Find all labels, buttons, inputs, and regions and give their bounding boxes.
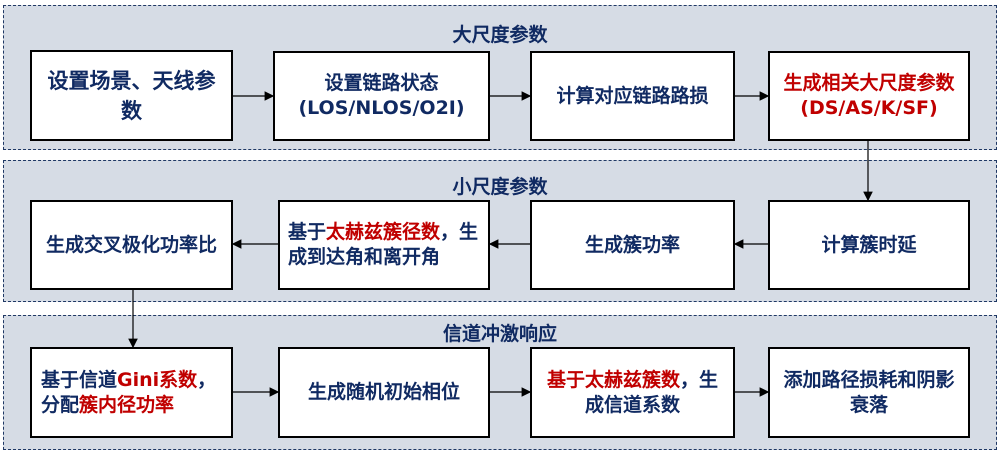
step-label: 设置场景、天线参数	[47, 68, 216, 123]
step-label: ，生成到达角和离开角	[288, 221, 479, 268]
step-label: 生成相关大尺度参数	[783, 72, 955, 94]
step-label: 添加路径损耗和阴影衰落	[783, 368, 955, 416]
step-label: ，分配	[41, 368, 217, 416]
step-label: ，生成信道系数	[584, 368, 719, 416]
step-highlight: 太赫兹簇径数	[326, 221, 441, 243]
step-cluster-power: 生成簇功率	[530, 200, 735, 290]
panel-title: 大尺度参数	[452, 24, 548, 46]
step-large-scale-params: 生成相关大尺度参数 (DS/AS/K/SF)	[768, 51, 970, 141]
step-highlight: 簇内径功率	[79, 393, 175, 416]
step-channel-coeff: 基于太赫兹簇数，生成信道系数	[530, 347, 735, 438]
step-angles: 基于太赫兹簇径数，生成到达角和离开角	[278, 200, 490, 290]
step-pathloss-shadowing: 添加路径损耗和阴影衰落	[768, 347, 970, 438]
step-label: (DS/AS/K/SF)	[800, 97, 938, 119]
step-label: 生成簇功率	[584, 233, 680, 256]
panel-title: 小尺度参数	[452, 176, 548, 198]
step-cluster-delay: 计算簇时延	[768, 200, 970, 290]
step-highlight: Gini系数	[117, 368, 198, 391]
panel-title: 信道冲激响应	[442, 323, 557, 345]
step-label: 基于	[288, 221, 327, 243]
step-path-loss: 计算对应链路路损	[530, 51, 735, 141]
step-label: 设置链路状态	[324, 72, 439, 94]
step-xpr: 生成交叉极化功率比	[30, 200, 233, 290]
step-label: 计算对应链路路损	[556, 84, 709, 107]
step-set-link-state: 设置链路状态 (LOS/NLOS/O2I)	[273, 51, 490, 141]
step-highlight: 基于太赫兹簇数	[546, 368, 680, 391]
step-label: 计算簇时延	[821, 233, 917, 256]
step-random-phase: 生成随机初始相位	[278, 347, 490, 438]
step-gini-power: 基于信道Gini系数，分配簇内径功率	[30, 347, 233, 438]
step-label: (LOS/NLOS/O2I)	[298, 97, 465, 119]
step-label: 生成交叉极化功率比	[45, 233, 217, 256]
step-set-scenario: 设置场景、天线参数	[30, 50, 233, 141]
step-label: 生成随机初始相位	[307, 381, 460, 403]
step-label: 基于信道	[41, 368, 118, 391]
